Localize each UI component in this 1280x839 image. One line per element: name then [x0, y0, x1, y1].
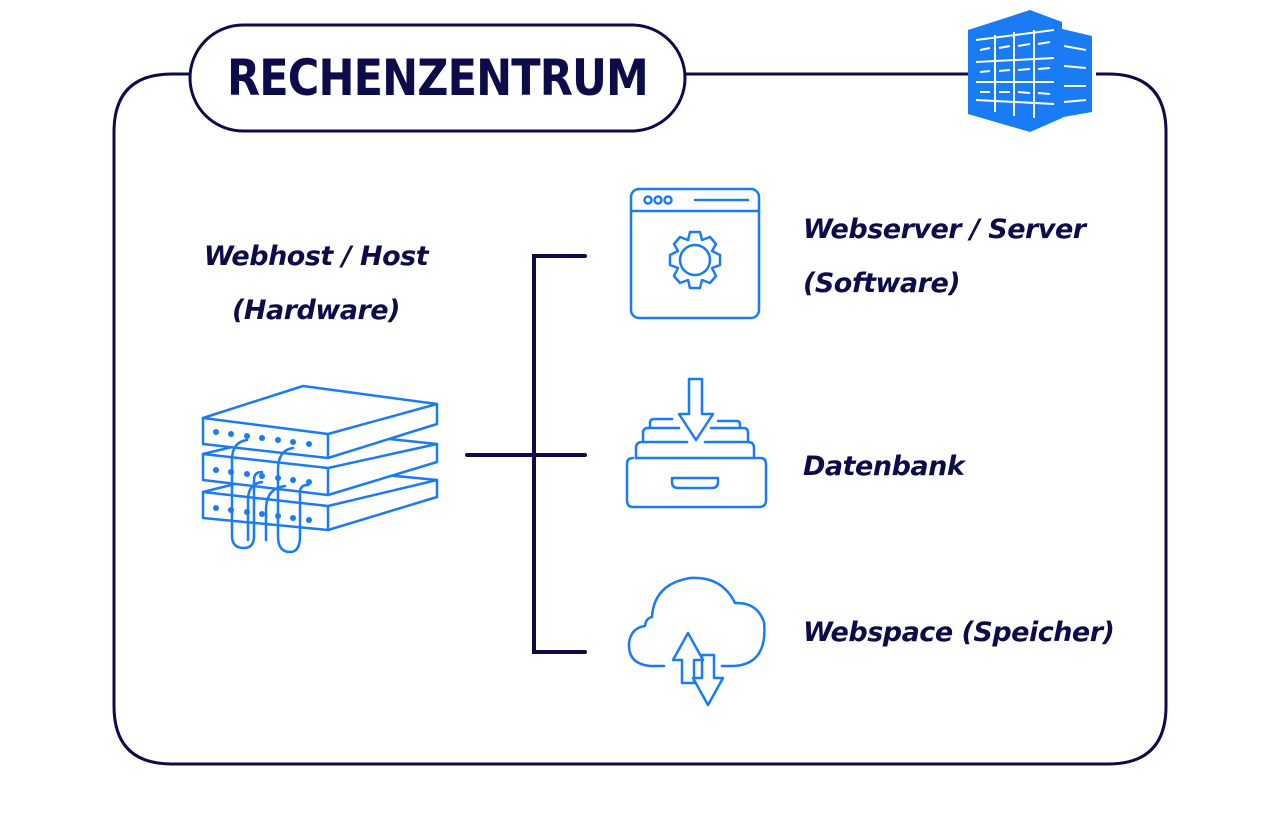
webserver-label: Webserver / Server (Software): [803, 203, 1086, 311]
webserver-label-line1: Webserver / Server: [803, 214, 1086, 245]
database-label: Datenbank: [803, 440, 965, 494]
webserver-label-line2: (Software): [803, 268, 961, 299]
database-label-line1: Datenbank: [803, 451, 965, 482]
webspace-label-line1: Webspace (Speicher): [803, 617, 1115, 648]
connector-tree: [465, 254, 587, 654]
diagram-title: RECHENZENTRUM: [227, 49, 649, 107]
outer-frame: [112, 72, 1168, 766]
browser-gear-icon: [629, 187, 761, 320]
webspace-label: Webspace (Speicher): [803, 606, 1115, 660]
data-center-building-icon: [968, 10, 1092, 132]
host-label-line1: Webhost / Host: [203, 241, 429, 272]
host-label: Webhost / Host (Hardware): [190, 230, 442, 338]
database-drawer-icon: [625, 377, 768, 509]
server-rack-icon: [201, 384, 439, 554]
host-label-line2: (Hardware): [232, 295, 400, 326]
title-pill: [188, 23, 687, 133]
cloud-sync-icon: [627, 576, 766, 707]
server-rack-ports: [213, 429, 312, 523]
